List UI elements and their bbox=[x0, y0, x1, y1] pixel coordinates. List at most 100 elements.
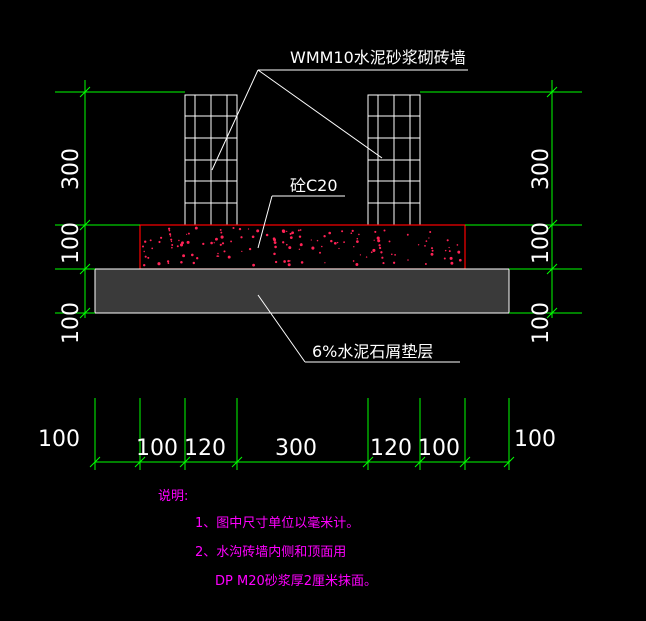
concrete-speckle bbox=[321, 245, 323, 248]
horizontal-dimension bbox=[89, 398, 515, 470]
concrete-speckle bbox=[392, 261, 396, 264]
concrete-speckle bbox=[370, 251, 373, 254]
concrete-speckle bbox=[169, 235, 172, 237]
concrete-speckle bbox=[425, 240, 428, 242]
concrete-speckle bbox=[328, 231, 332, 235]
concrete-speckle bbox=[298, 235, 302, 238]
concrete-speckle bbox=[310, 239, 312, 241]
concrete-speckle bbox=[383, 229, 386, 232]
concrete-speckle bbox=[181, 241, 184, 245]
concrete-speckle bbox=[448, 250, 451, 253]
concrete-speckle bbox=[142, 263, 146, 267]
concrete-speckle bbox=[274, 245, 277, 249]
concrete-speckle bbox=[158, 240, 161, 244]
concrete-speckle bbox=[289, 260, 291, 262]
concrete-speckle bbox=[144, 240, 147, 243]
concrete-speckle bbox=[450, 261, 454, 265]
concrete-speckle bbox=[248, 247, 252, 251]
concrete-speckle bbox=[281, 229, 285, 233]
concrete-speckle bbox=[171, 246, 173, 249]
concrete-speckle bbox=[359, 254, 362, 256]
h-dim-100-outer-left: 100 bbox=[38, 427, 80, 452]
concrete-speckle bbox=[338, 247, 340, 250]
concrete-speckle bbox=[287, 259, 290, 263]
concrete-speckle bbox=[285, 243, 288, 246]
concrete-speckle bbox=[252, 263, 256, 267]
concrete-speckle bbox=[196, 257, 199, 260]
concrete-speckle bbox=[319, 251, 321, 254]
concrete-speckle bbox=[251, 235, 255, 239]
concrete-speckle bbox=[238, 227, 242, 231]
concrete-speckle bbox=[324, 262, 326, 264]
concrete-speckle bbox=[448, 246, 450, 249]
concrete-speckle bbox=[424, 245, 426, 247]
concrete-speckle bbox=[157, 262, 161, 266]
concrete-speckle bbox=[300, 261, 304, 264]
concrete-speckle bbox=[316, 239, 319, 242]
concrete-speckle bbox=[182, 254, 186, 258]
concrete-speckle bbox=[299, 229, 302, 231]
concrete-speckle bbox=[374, 230, 377, 233]
concrete-speckle bbox=[215, 238, 217, 241]
concrete-speckle bbox=[343, 241, 345, 244]
concrete-speckle bbox=[323, 235, 326, 238]
right-vertical-dimension bbox=[420, 80, 582, 319]
right-dim-100-upper: 100 bbox=[529, 222, 554, 264]
concrete-speckle bbox=[247, 228, 250, 230]
h-dim-100-left: 100 bbox=[136, 436, 178, 461]
h-dim-120-left: 120 bbox=[184, 436, 226, 461]
h-dim-100-right: 100 bbox=[418, 436, 460, 461]
concrete-speckle bbox=[356, 240, 359, 243]
concrete-speckle bbox=[430, 247, 434, 250]
concrete-speckle bbox=[287, 263, 291, 267]
concrete-label: 砼C20 bbox=[290, 176, 338, 195]
h-dim-120-right: 120 bbox=[370, 436, 412, 461]
concrete-speckle bbox=[350, 232, 353, 235]
concrete-speckle bbox=[227, 255, 231, 259]
notes-title: 说明: bbox=[158, 489, 188, 504]
concrete-speckle bbox=[144, 255, 147, 258]
concrete-speckle bbox=[220, 231, 223, 234]
concrete-speckle bbox=[170, 240, 173, 243]
concrete-speckle bbox=[456, 244, 459, 246]
left-dim-300: 300 bbox=[59, 148, 84, 190]
concrete-speckle bbox=[289, 232, 292, 235]
concrete-speckle bbox=[274, 260, 278, 264]
concrete-speckle bbox=[444, 249, 447, 252]
concrete-speckle bbox=[186, 240, 190, 244]
concrete-speckle bbox=[428, 237, 430, 239]
left-brick-wall bbox=[184, 94, 238, 226]
concrete-speckle bbox=[273, 252, 276, 256]
right-dim-100-lower: 100 bbox=[529, 302, 554, 344]
concrete-speckle bbox=[220, 235, 224, 239]
concrete-speckle bbox=[352, 260, 355, 262]
concrete-speckle bbox=[273, 241, 277, 244]
concrete-speckle bbox=[210, 241, 213, 245]
concrete-speckle bbox=[151, 247, 154, 250]
concrete-speckle bbox=[443, 257, 446, 260]
concrete-speckle bbox=[286, 230, 288, 233]
concrete-speckle bbox=[217, 252, 219, 255]
concrete-speckle bbox=[171, 244, 174, 246]
right-dim-300: 300 bbox=[529, 148, 554, 190]
concrete-speckle bbox=[186, 233, 188, 235]
concrete-speckle bbox=[458, 252, 460, 254]
concrete-speckle bbox=[289, 236, 293, 239]
concrete-speckle bbox=[298, 248, 301, 251]
right-brick-wall bbox=[367, 94, 421, 226]
concrete-speckle bbox=[449, 256, 453, 260]
concrete-speckle bbox=[167, 262, 170, 265]
concrete-speckle bbox=[256, 229, 260, 233]
concrete-speckle bbox=[273, 238, 277, 242]
concrete-speckle bbox=[311, 246, 315, 250]
h-dim-300: 300 bbox=[275, 436, 317, 461]
concrete-speckle bbox=[232, 226, 235, 230]
notes-line-1: 1、图中尺寸单位以毫米计。 bbox=[195, 515, 359, 531]
concrete-speckle bbox=[191, 253, 194, 257]
concrete-speckle bbox=[202, 242, 205, 246]
concrete-speckle bbox=[213, 242, 215, 244]
left-dim-100-upper: 100 bbox=[59, 222, 84, 264]
concrete-speckle bbox=[187, 232, 190, 235]
concrete-speckle bbox=[167, 227, 171, 230]
